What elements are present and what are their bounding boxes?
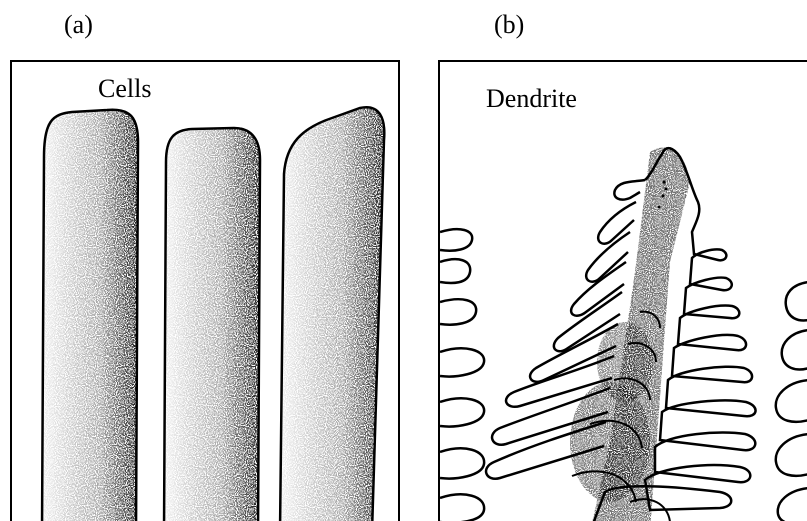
cells-label: Cells [98, 74, 151, 104]
cells-illustration [12, 62, 400, 521]
dendrite-label: Dendrite [486, 84, 577, 114]
panel-b-letter: (b) [494, 10, 524, 40]
dendrite-panel: Dendrite [438, 60, 807, 521]
cell-1 [42, 110, 138, 521]
cell-2 [164, 128, 260, 521]
left-neighbor-arms [440, 229, 484, 521]
dendrite-illustration [440, 62, 807, 521]
right-neighbor-arms [776, 282, 807, 521]
panel-a-letter: (a) [64, 10, 93, 40]
cell-3 [280, 107, 384, 521]
cells-panel: Cells [10, 60, 400, 521]
